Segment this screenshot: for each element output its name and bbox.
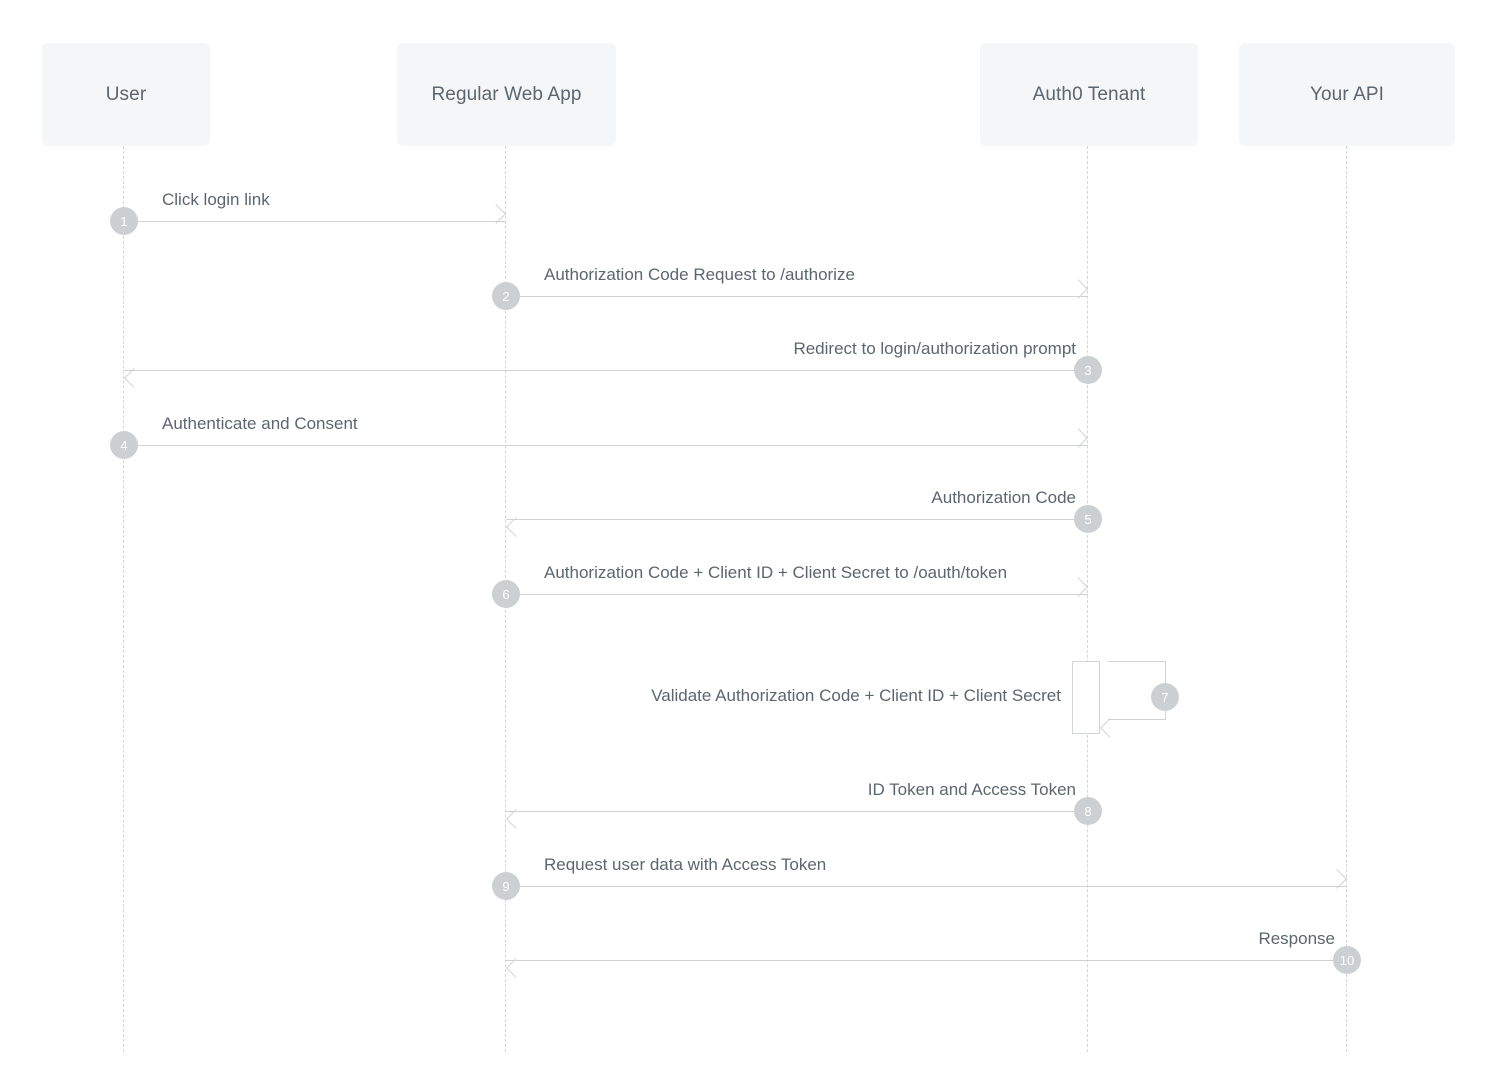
message-line-1 [124,221,506,222]
message-line-4 [124,445,1088,446]
step-badge-2[interactable]: 2 [492,282,520,310]
message-line-6 [506,594,1088,595]
message-line-5 [506,519,1088,520]
message-label-4: Authenticate and Consent [162,413,358,433]
participant-box-auth0[interactable]: Auth0 Tenant [980,43,1198,146]
message-line-8 [506,811,1088,812]
step-badge-8[interactable]: 8 [1074,797,1102,825]
message-label-1: Click login link [162,189,270,209]
lifeline-user [123,146,125,1052]
message-label-2: Authorization Code Request to /authorize [544,264,855,284]
message-line-3 [124,370,1088,371]
message-label-6: Authorization Code + Client ID + Client … [544,562,1008,582]
participant-label-auth0: Auth0 Tenant [1032,84,1146,105]
message-label-9: Request user data with Access Token [544,854,827,874]
activation-box-auth0 [1072,661,1100,734]
message-line-10 [506,960,1347,961]
step-badge-6[interactable]: 6 [492,580,520,608]
arrowhead-left-7 [1100,717,1120,738]
participant-box-api[interactable]: Your API [1239,43,1455,146]
self-message-label-7: Validate Authorization Code + Client ID … [651,686,1061,705]
lifeline-auth0 [1087,146,1089,1052]
message-line-2 [506,296,1088,297]
participant-label-webapp: Regular Web App [431,84,582,105]
participant-box-webapp[interactable]: Regular Web App [397,43,616,146]
message-label-3: Redirect to login/authorization prompt [793,338,1076,358]
participant-box-user[interactable]: User [42,43,210,146]
step-badge-10[interactable]: 10 [1333,946,1361,974]
message-label-10: Response [1258,928,1335,948]
lifeline-api [1346,146,1348,1052]
step-badge-5[interactable]: 5 [1074,505,1102,533]
message-label-8: ID Token and Access Token [867,779,1076,799]
step-badge-9[interactable]: 9 [492,872,520,900]
step-badge-7[interactable]: 7 [1151,683,1179,711]
message-line-9 [506,886,1347,887]
message-label-5: Authorization Code [931,487,1076,507]
step-badge-4[interactable]: 4 [110,431,138,459]
participant-label-api: Your API [1309,84,1385,105]
participant-label-user: User [105,84,147,105]
step-badge-3[interactable]: 3 [1074,356,1102,384]
step-badge-1[interactable]: 1 [110,207,138,235]
